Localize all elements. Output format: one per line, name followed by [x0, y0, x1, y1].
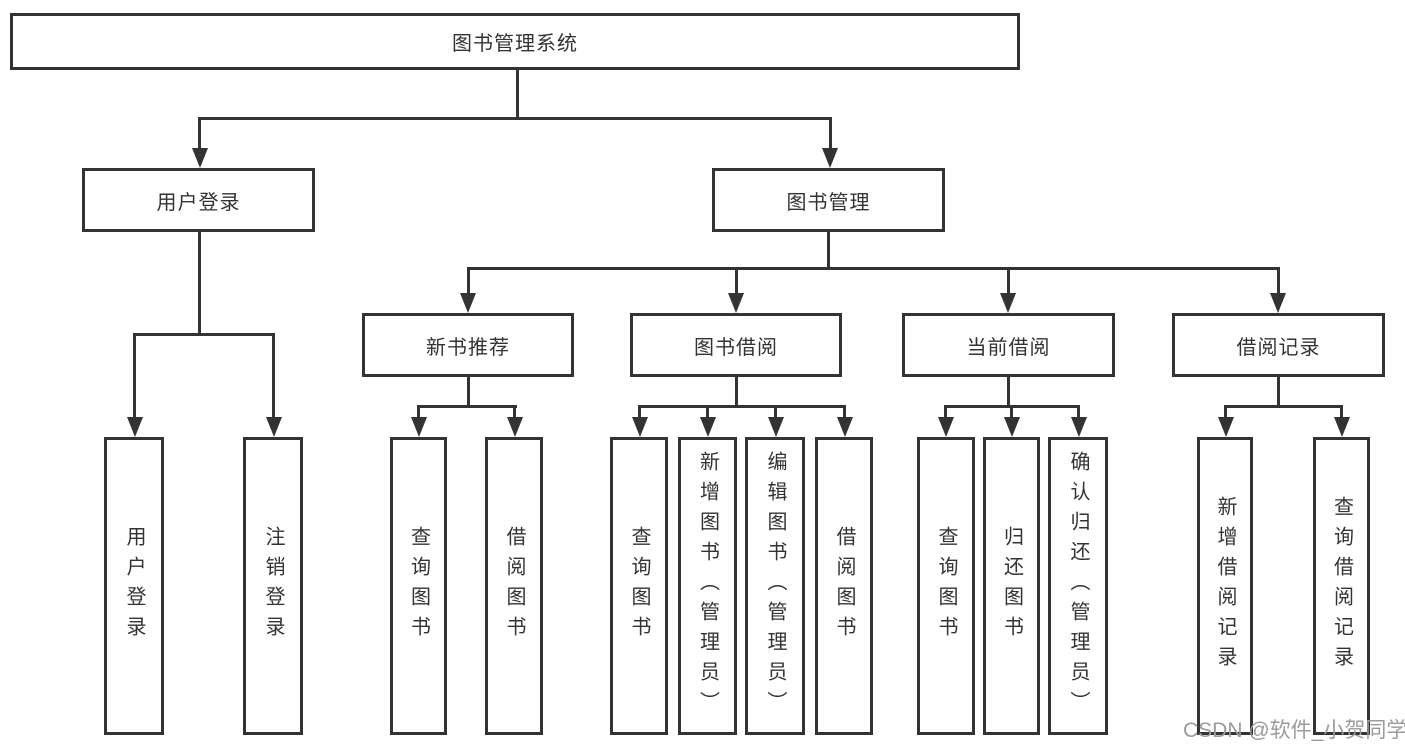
leaf-query-books-current: 查询图书 [917, 437, 975, 735]
connector-vline [513, 405, 516, 419]
connector-vline [198, 117, 201, 150]
connector-hline [198, 117, 832, 120]
arrow-down-icon [728, 293, 744, 313]
connector-hline [638, 405, 846, 408]
node-user-login: 用户登录 [82, 168, 315, 232]
leaf-add-books-admin: 新增图书（管理员） [678, 437, 737, 735]
leaf-user-login: 用户登录 [104, 437, 164, 735]
node-new-book-recommend-label: 新书推荐 [426, 336, 510, 359]
leaf-edit-books-admin-label: 编辑图书（管理员） [764, 451, 786, 721]
arrow-down-icon [837, 417, 853, 437]
leaf-query-books-borrowing: 查询图书 [610, 437, 668, 735]
node-borrowing-records-label: 借阅记录 [1236, 336, 1321, 359]
node-book-borrowing: 图书借阅 [630, 313, 842, 377]
leaf-edit-books-admin: 编辑图书（管理员） [745, 437, 805, 735]
connector-hline [467, 267, 1280, 270]
connector-vline [417, 405, 420, 419]
connector-vline [1224, 405, 1227, 419]
node-book-management: 图书管理 [712, 168, 945, 232]
leaf-user-login-label: 用户登录 [123, 526, 145, 646]
leaf-query-borrow-record-label: 查询借阅记录 [1330, 496, 1353, 676]
leaf-logout-login-label: 注销登录 [262, 526, 284, 646]
leaf-query-borrow-record: 查询借阅记录 [1313, 437, 1370, 735]
connector-vline [843, 405, 846, 419]
arrow-down-icon [822, 148, 838, 168]
connector-vline [638, 405, 641, 419]
connector-vline [1277, 377, 1280, 408]
node-borrowing-records: 借阅记录 [1172, 313, 1385, 377]
arrow-down-icon [266, 417, 282, 437]
connector-vline [829, 117, 832, 150]
arrow-down-icon [127, 417, 143, 437]
arrow-down-icon [507, 417, 523, 437]
connector-vline [272, 333, 275, 419]
arrow-down-icon [632, 417, 648, 437]
node-library-system-label: 图书管理系统 [452, 33, 578, 55]
node-user-login-label: 用户登录 [156, 191, 241, 214]
connector-hline [417, 405, 517, 408]
connector-vline [774, 405, 777, 419]
arrow-down-icon [1270, 293, 1286, 313]
leaf-return-books: 归还图书 [983, 437, 1040, 735]
arrow-down-icon [768, 417, 784, 437]
leaf-logout-login: 注销登录 [243, 437, 303, 735]
connector-vline [735, 377, 738, 408]
connector-vline [1277, 267, 1280, 295]
arrow-down-icon [1000, 293, 1016, 313]
node-library-system: 图书管理系统 [10, 13, 1020, 70]
node-current-borrowing-label: 当前借阅 [966, 336, 1051, 359]
connector-vline [735, 267, 738, 295]
connector-vline [467, 267, 470, 295]
csdn-watermark: CSDN @软件_小贺同学 [1183, 719, 1405, 742]
arrow-down-icon [1004, 417, 1020, 437]
arrow-down-icon [1071, 417, 1087, 437]
connector-vline [944, 405, 947, 419]
leaf-return-books-label: 归还图书 [1000, 526, 1023, 646]
node-book-borrowing-label: 图书借阅 [694, 336, 778, 359]
arrow-down-icon [700, 417, 716, 437]
node-book-management-label: 图书管理 [786, 191, 871, 214]
connector-hline [1224, 405, 1342, 408]
leaf-borrow-books: 借阅图书 [815, 437, 873, 735]
leaf-query-books-borrowing-label: 查询图书 [628, 526, 650, 646]
connector-vline [1007, 267, 1010, 295]
leaf-query-books-current-label: 查询图书 [935, 526, 957, 646]
node-current-borrowing: 当前借阅 [902, 313, 1115, 377]
leaf-add-borrow-record-label: 新增借阅记录 [1214, 496, 1236, 676]
connector-vline [516, 70, 519, 119]
leaf-query-books-recommend: 查询图书 [390, 437, 447, 735]
leaf-query-books-recommend-label: 查询图书 [407, 526, 430, 646]
leaf-add-books-admin-label: 新增图书（管理员） [696, 451, 719, 721]
connector-vline [827, 232, 830, 270]
connector-vline [133, 333, 136, 419]
connector-vline [1007, 377, 1010, 408]
connector-vline [1010, 405, 1013, 419]
arrow-down-icon [460, 293, 476, 313]
connector-vline [1340, 405, 1343, 419]
leaf-add-borrow-record: 新增借阅记录 [1197, 437, 1253, 735]
leaf-confirm-return-admin: 确认归还（管理员） [1048, 437, 1108, 735]
leaf-borrow-books-recommend-label: 借阅图书 [503, 526, 525, 646]
arrow-down-icon [1218, 417, 1234, 437]
leaf-borrow-books-recommend: 借阅图书 [485, 437, 543, 735]
connector-vline [706, 405, 709, 419]
connector-vline [198, 232, 201, 336]
leaf-borrow-books-label: 借阅图书 [833, 526, 855, 646]
connector-vline [467, 377, 470, 408]
node-new-book-recommend: 新书推荐 [362, 313, 574, 377]
arrow-down-icon [192, 148, 208, 168]
arrow-down-icon [938, 417, 954, 437]
leaf-confirm-return-admin-label: 确认归还（管理员） [1067, 451, 1089, 721]
arrow-down-icon [411, 417, 427, 437]
connector-hline [133, 333, 275, 336]
arrow-down-icon [1334, 417, 1350, 437]
connector-vline [1077, 405, 1080, 419]
